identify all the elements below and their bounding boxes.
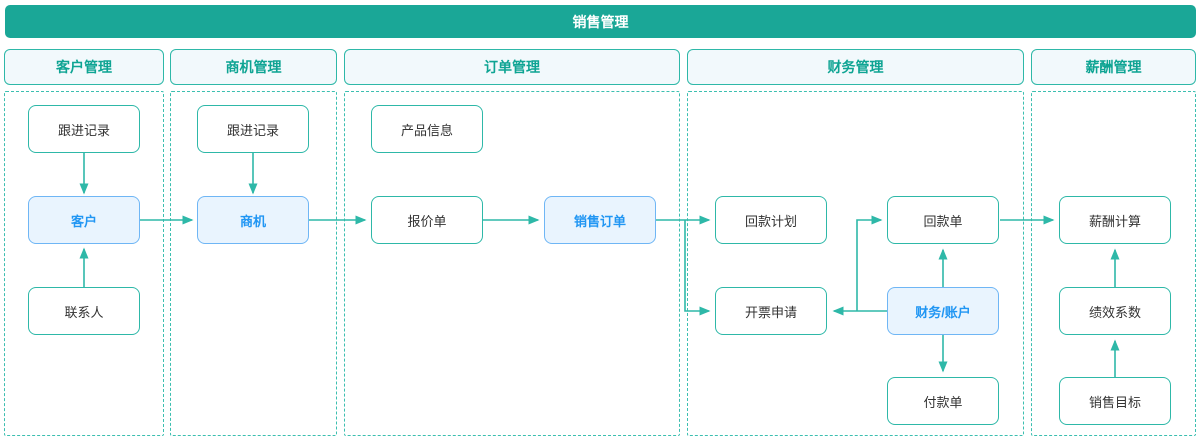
lane-header-order-mgmt: 订单管理 <box>344 49 680 85</box>
lane-header-finance-mgmt: 财务管理 <box>687 49 1024 85</box>
node-product-info: 产品信息 <box>371 105 483 153</box>
node-opportunity: 商机 <box>197 196 309 244</box>
node-receipt: 回款单 <box>887 196 999 244</box>
node-quotation: 报价单 <box>371 196 483 244</box>
lane-header-opportunity-mgmt: 商机管理 <box>170 49 337 85</box>
diagram-title-banner: 销售管理 <box>5 5 1196 38</box>
node-invoice-request: 开票申请 <box>715 287 827 335</box>
lane-header-customer-mgmt: 客户管理 <box>4 49 164 85</box>
node-sales-target: 销售目标 <box>1059 377 1171 425</box>
node-contact: 联系人 <box>28 287 140 335</box>
node-sales-order: 销售订单 <box>544 196 656 244</box>
node-salary-calculation: 薪酬计算 <box>1059 196 1171 244</box>
node-payment-plan: 回款计划 <box>715 196 827 244</box>
lane-header-salary-mgmt: 薪酬管理 <box>1031 49 1196 85</box>
node-finance-account: 财务/账户 <box>887 287 999 335</box>
node-payment-bill: 付款单 <box>887 377 999 425</box>
node-follow-up-record-opportunity: 跟进记录 <box>197 105 309 153</box>
node-follow-up-record-customer: 跟进记录 <box>28 105 140 153</box>
node-customer: 客户 <box>28 196 140 244</box>
node-performance-coefficient: 绩效系数 <box>1059 287 1171 335</box>
